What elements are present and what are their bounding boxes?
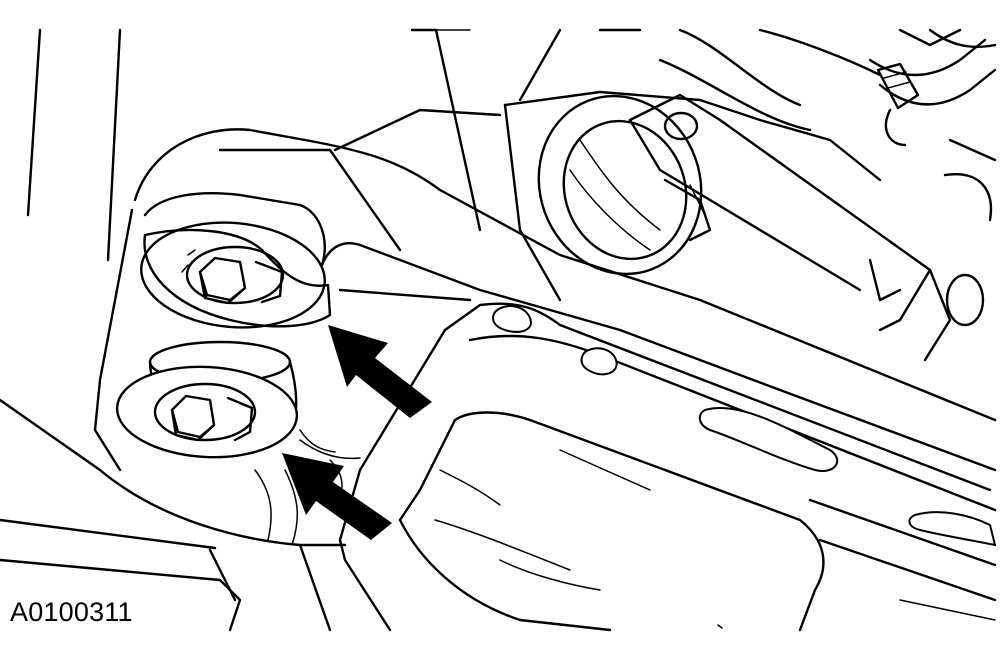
engine-mount xyxy=(503,90,997,362)
lower-housing xyxy=(338,302,997,632)
background-structure xyxy=(26,28,642,262)
edge-mark xyxy=(717,624,723,629)
bolt-lower xyxy=(115,340,361,460)
bolt-upper xyxy=(140,221,332,329)
hose-assembly xyxy=(658,28,997,147)
callout-arrow-upper xyxy=(328,325,432,418)
callout-arrow-lower xyxy=(282,453,392,540)
support-bracket xyxy=(0,128,997,632)
figure-id-label: A0100311 xyxy=(10,597,133,627)
